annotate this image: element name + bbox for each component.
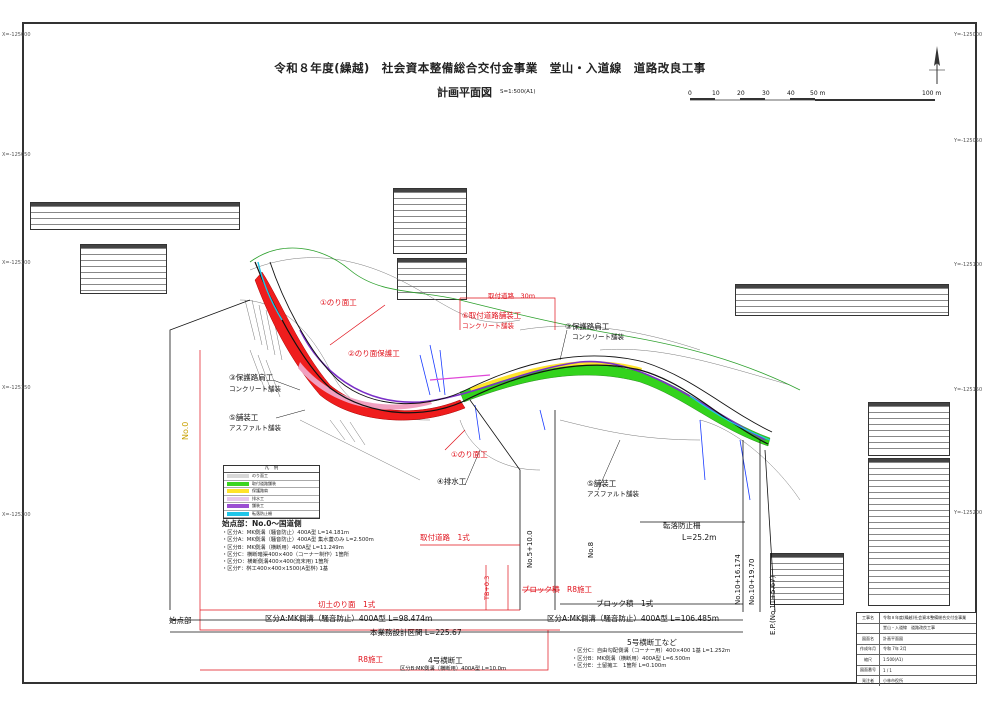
coordinate-table [868,458,950,606]
norimen-label-1: ①のり面工 [320,298,357,307]
note-item: ・区分A：MK側溝（騒音防止）400A型 L=14.181m [222,530,350,537]
block-r8-label: ブロック積 R8施工 [522,585,592,594]
note-item: ・区分A：MK側溝（騒音防止）400A型 集水蓋のみ L=2.500m [222,537,374,544]
title-block-row: 堂山・入道線 道路改良工事 [857,623,976,634]
note-item: ・区分C：横断暗渠400×400（コーナー制作）1箇所 [222,551,350,558]
coordinate-table [397,258,467,300]
note-item: ・区分E：土留擁工 1箇所 L=0.100m [572,663,667,669]
hoso-right-sub: アスファルト舗装 [587,490,639,498]
grid-coordinate: X=-125100 [2,260,31,266]
tori-dourou-length: 取付道路 30m [488,292,536,300]
coordinate-table [393,188,467,254]
grid-coordinate: Y=-125100 [954,262,983,268]
north-arrow-icon [929,46,945,84]
station-no0: No.0 [181,421,190,440]
legend: 凡 例 のり面工 取付道路舗装 保護路肩 排水工 舗装工 転落防止柵 [223,465,320,519]
no4-sub: 区分B:MK側溝（横断用）400A型 L=10.0m [400,666,507,672]
hogo-left-label: ③保護路肩工 [229,373,274,382]
scale-note: S=1:500(A1) [500,89,536,95]
norimen-hogo-label: ②のり面保護工 [348,349,400,358]
grid-coordinate: Y=-125000 [954,32,983,38]
end-point-label: E.P.(No.11+5.67) [769,575,777,635]
hogo-right-sub: コンクリート舗装 [572,333,624,341]
scale-tick: 20 [737,90,745,97]
drawing-frame [22,22,977,684]
kubun-a-left: 区分A:MK側溝（騒音防止）400A型 L=98.474m [265,614,433,623]
grid-coordinate: X=-125150 [2,385,31,391]
notes-start-section: 始点部：No.0～国道側 ・区分A：MK側溝（騒音防止）400A型 L=14.1… [222,520,374,573]
tori-pave-label: ⑥取付道路舗装工 [462,311,522,320]
grid-coordinate: X=-125000 [2,32,31,38]
legend-row: のり面工 [224,473,319,481]
grid-coordinate: Y=-125150 [954,387,983,393]
legend-row: 取付道路舗装 [224,481,319,488]
title-block-row: 図面名計画平面図 [857,634,976,645]
scale-tick: 100 m [922,90,942,97]
grid-coordinate: X=-125200 [2,512,31,518]
title-block-row: 発注者小林市役所 [857,676,976,686]
coordinate-table [30,202,240,230]
tori-pave-sub: コンクリート舗装 [462,322,514,330]
coordinate-table [735,284,949,316]
grid-coordinate: X=-125050 [2,152,31,158]
coordinate-table [868,402,950,456]
r8sekou-label: R8施工 [358,655,383,664]
block-1-label: ブロック積 1式 [596,599,654,608]
scale-tick: 40 [787,90,795,97]
title-block-row: 工事名令和８年度(繰越)社会資本整備総合交付金事業 [857,613,976,624]
honkou-label: 本業務設計区間 L=225.67 [370,628,462,637]
scale-tick: 0 [688,90,692,97]
station-no10a: No.10+16.174 [734,554,742,605]
note-item: ・区分F：桝工400×400×1500(A型桝) 1基 [222,566,329,573]
norimen-label-2: ①のり面工 [451,450,488,459]
guardrail-label: 転落防止柵 [663,521,701,530]
kirido-label: 切土のり面 1式 [318,600,376,609]
no4-label: 4号横断工 [428,656,463,665]
coordinate-table [770,553,844,605]
hoso-left-label: ⑤舗装工 [229,413,259,422]
hogo-right-label: ③保護路肩工 [565,322,610,331]
hogo-left-sub: コンクリート舗装 [229,385,281,393]
legend-row: 転落防止柵 [224,511,319,518]
coordinate-table [80,244,167,294]
tori-1-label: 取付道路 1式 [420,533,470,542]
title-block-row: 作成年月令和 7年 2月 [857,644,976,655]
drawing-subtitle: 計画平面図 [437,86,492,99]
station-no10b: No.10+19.70 [748,558,756,605]
scale-tick: 10 [712,90,720,97]
haisui-label: ④排水工 [437,477,467,486]
legend-row: 舗装工 [224,503,319,511]
hoso-left-sub: アスファルト舗装 [229,424,281,432]
note-item: ・区分B：MK側溝（横断用）400A型 L=6.500m [572,655,691,662]
scale-tick: 50 m [810,90,826,97]
station-no5: No.5+10.0 [526,530,534,568]
drawing-title: 令和８年度(繰越) 社会資本整備総合交付金事業 堂山・入道線 道路改良工事 [274,61,706,75]
scale-tick: 30 [762,90,770,97]
notes-no5-title: 5号横断工など [627,638,677,647]
title-block: 工事名令和８年度(繰越)社会資本整備総合交付金事業 堂山・入道線 道路改良工事 … [856,612,977,686]
kubun-a-right: 区分A:MK側溝（騒音防止）400A型 L=106.485m [547,614,720,623]
legend-row: 排水工 [224,496,319,503]
scale-bar [690,98,935,101]
note-item: ・区分B：MK側溝（横断用）400A型 L=11.249m [222,544,344,551]
note-item: ・区分C：自由勾配側溝（コーナー用）400×400 1基 L=1.252m [572,648,731,654]
legend-row: 保護路肩 [224,488,319,496]
hoso-right-label: ⑤舗装工 [587,479,617,488]
start-label: 始点部 [169,616,192,625]
legend-title: 凡 例 [224,466,319,473]
note-item: ・区分D：横断側溝400×400(流末用) 1箇所 [222,559,329,566]
station-no8: No.8 [587,541,595,558]
guardrail-length: L=25.2m [682,533,717,542]
station-tb: TB+0.3 [483,575,491,600]
notes-no5: ・区分C：自由勾配側溝（コーナー用）400×400 1基 L=1.252m ・区… [572,648,730,671]
grid-coordinate: Y=-125200 [954,510,983,516]
notes-title: 始点部：No.0～国道側 [222,519,302,528]
grid-coordinate: Y=-125050 [954,138,983,144]
